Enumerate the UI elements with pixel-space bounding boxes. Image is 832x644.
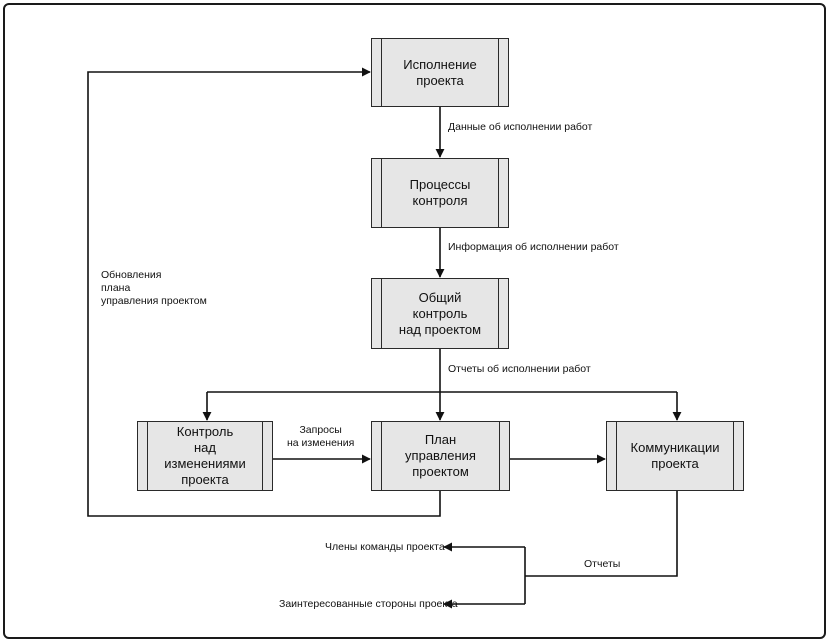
node-overall-control-label: Общий контроль над проектом	[398, 289, 482, 337]
label-performance-data: Данные об исполнении работ	[448, 121, 593, 133]
node-plan: План управления проектом	[371, 421, 510, 491]
label-change-requests: Запросы на изменения	[287, 424, 355, 449]
node-control-processes: Процессы контроля	[371, 158, 509, 228]
label-performance-info: Информация об исполнении работ	[448, 241, 619, 253]
node-plan-label: План управления проектом	[405, 432, 476, 479]
edge-plan-updates-loop	[87, 67, 441, 517]
node-change-control: Контроль над изменениями проекта	[137, 421, 273, 491]
label-performance-reports: Отчеты об исполнении работ	[448, 363, 591, 375]
label-reports: Отчеты	[584, 558, 621, 570]
output-stakeholders: Заинтересованные стороны проекта	[279, 598, 458, 610]
output-team-members: Члены команды проекта	[325, 541, 445, 553]
diagram-frame	[3, 3, 826, 639]
node-communications: Коммуникации проекта	[606, 421, 744, 491]
edge-communications-to-reports	[525, 491, 678, 577]
node-execution: Исполнение проекта	[371, 38, 509, 107]
node-overall-control: Общий контроль над проектом	[371, 278, 509, 349]
node-control-processes-label: Процессы контроля	[409, 177, 471, 208]
node-execution-label: Исполнение проекта	[403, 56, 477, 88]
node-change-control-label: Контроль над изменениями проекта	[164, 424, 246, 487]
node-communications-label: Коммуникации проекта	[630, 440, 720, 471]
label-plan-updates: Обновления плана управления проектом	[101, 269, 207, 307]
